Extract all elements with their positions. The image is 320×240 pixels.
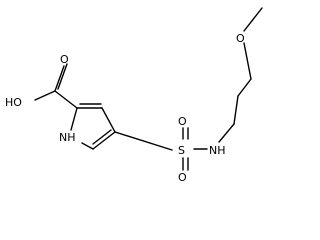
sulfonyl-oxygen-bottom-label: O <box>178 171 187 184</box>
methoxy-oxygen-label: O <box>236 32 245 45</box>
ring-s-bond <box>114 131 173 151</box>
c1-c2-bond <box>233 95 239 125</box>
n-c1-bond <box>218 123 235 143</box>
sulfur-label: S <box>178 144 185 157</box>
ring-c4-c5-bond <box>92 131 116 150</box>
ring-c3-c4-bond <box>101 107 116 133</box>
c3-o-bond <box>243 42 252 80</box>
structure-svg: HO O NH S O O NH O <box>5 7 263 184</box>
sulfonamide-nh-label: NH <box>209 144 226 157</box>
acid-oxygen-label: O <box>60 53 69 66</box>
acid-ring-bond <box>54 90 78 109</box>
ring-n-c2-bond <box>70 107 78 131</box>
sulfonyl-oxygen-top-label: O <box>178 115 187 128</box>
molecule-diagram: HO O NH S O O NH O <box>5 7 263 184</box>
ho-label: HO <box>5 96 22 109</box>
c2-c3-bond <box>237 78 252 97</box>
ring-nh-label: NH <box>59 131 76 144</box>
ring-c4-c5-inner-bond <box>92 129 112 145</box>
ring-c5-n-bond <box>81 142 94 150</box>
o-methyl-bond <box>243 7 263 32</box>
c-o-double-bond-a <box>54 65 65 92</box>
ho-c-bond <box>34 90 56 101</box>
c-o-double-bond-b <box>57 63 68 90</box>
